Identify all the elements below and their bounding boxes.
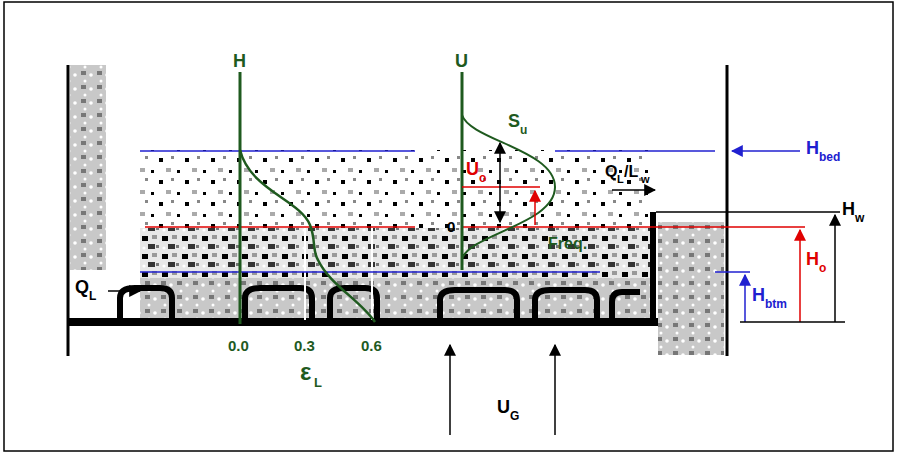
subscript: o: [819, 262, 826, 274]
symbol-label: U: [466, 160, 479, 178]
subscript: w: [855, 212, 864, 224]
axis-label: Freq.: [548, 236, 587, 252]
flow-label: Q: [605, 164, 617, 180]
height-label: H: [752, 286, 765, 304]
subscript: bed: [819, 151, 840, 163]
axis-label: H: [233, 52, 246, 70]
tick-label: 0.6: [361, 338, 382, 353]
subscript: o: [479, 172, 486, 184]
flow-label: U: [497, 398, 510, 416]
flow-label: Q: [75, 278, 89, 296]
subscript: btm: [765, 298, 787, 310]
flow-label: /L: [624, 164, 638, 180]
subscript: G: [510, 410, 519, 422]
subscript: L: [314, 376, 322, 389]
subscript: L: [89, 290, 96, 302]
tick-label: 0.0: [228, 338, 249, 353]
subscript: L: [617, 174, 624, 185]
subscript: u: [520, 124, 527, 136]
height-label: H: [842, 200, 855, 218]
axis-label: U: [455, 52, 468, 70]
axis-label: ε: [300, 360, 311, 384]
height-label: H: [806, 250, 819, 268]
tick-label: 0.3: [294, 338, 315, 353]
subscript: w: [641, 174, 650, 185]
height-label: H: [806, 139, 819, 157]
tick-label: 0: [447, 219, 455, 234]
symbol-label: S: [508, 112, 520, 130]
